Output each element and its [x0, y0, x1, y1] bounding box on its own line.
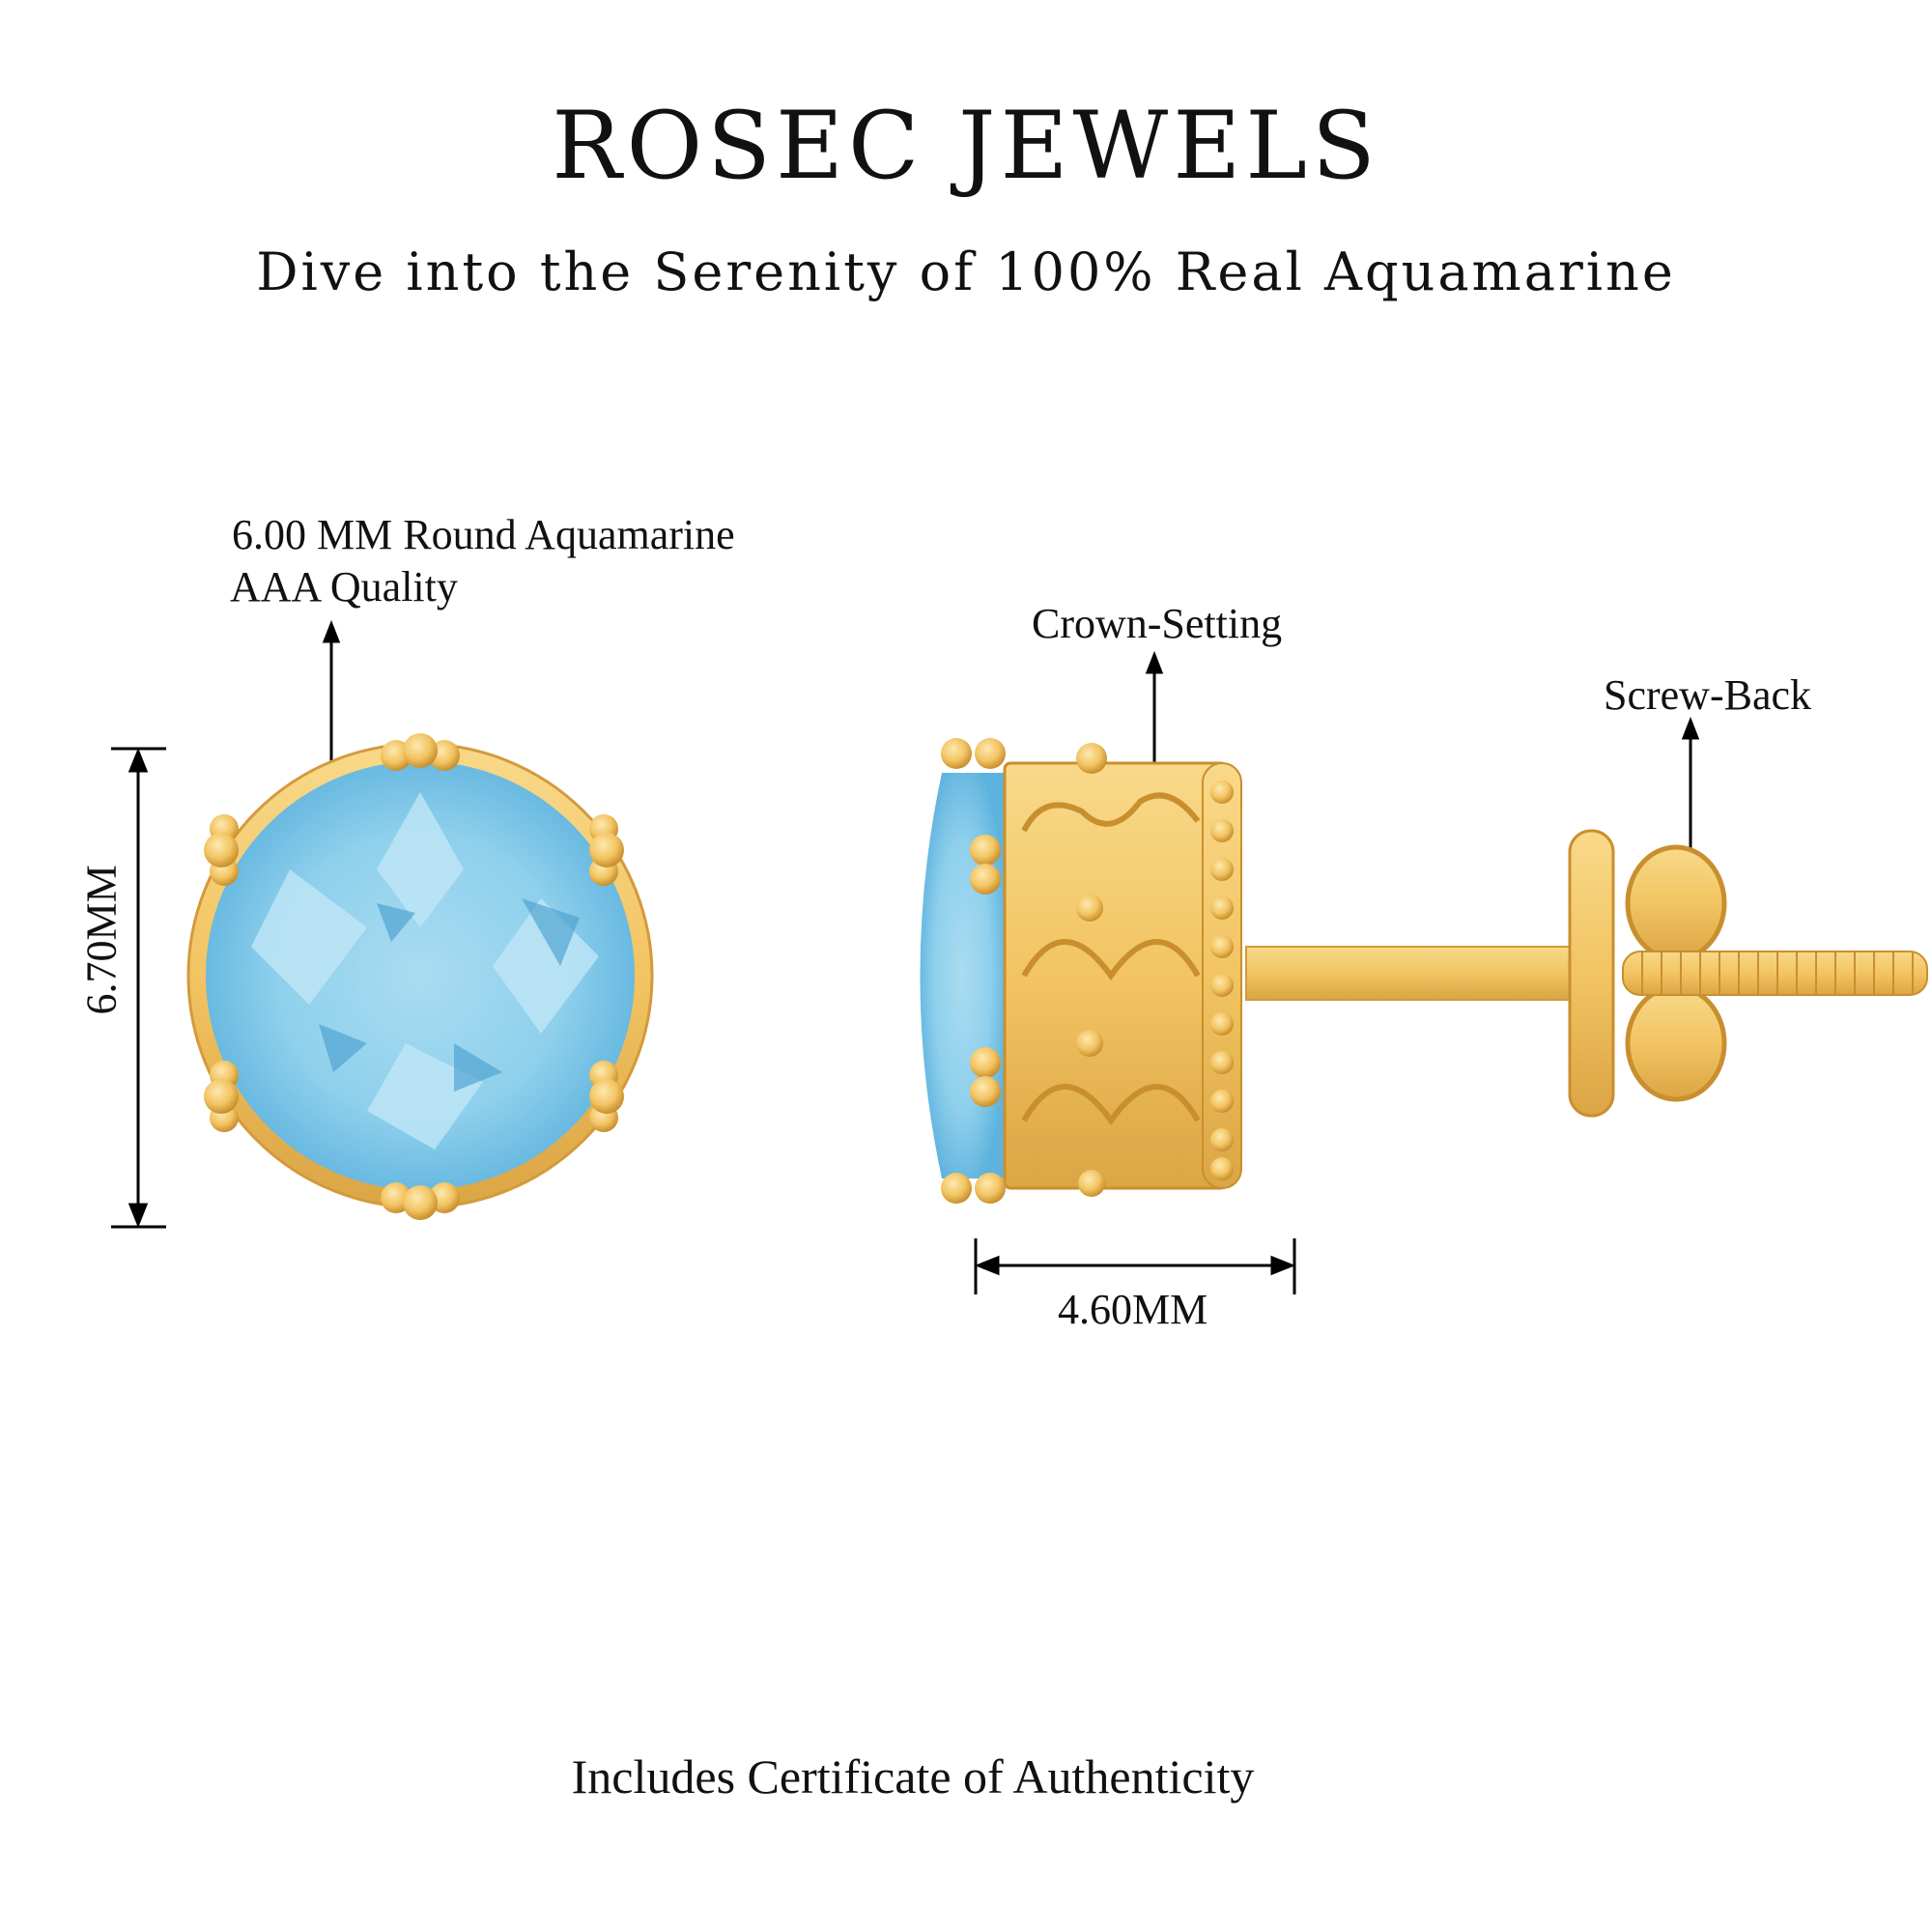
tagline: Dive into the Serenity of 100% Real Aqua… — [256, 242, 1676, 302]
stone-label: 6.00 MM Round Aquamarine — [232, 511, 735, 558]
screw-back-label: Screw-Back — [1604, 671, 1812, 719]
crown-setting-label: Crown-Setting — [1032, 600, 1283, 647]
post — [1245, 946, 1585, 1001]
height-dimension-line — [111, 747, 166, 1229]
front-view-earring — [186, 733, 654, 1220]
aquamarine-stone — [206, 761, 635, 1190]
stone-arrow — [322, 619, 341, 782]
butterfly-back — [1625, 844, 1727, 1102]
certificate-note: Includes Certificate of Authenticity — [571, 1749, 1255, 1804]
side-view-earring — [920, 738, 1928, 1204]
width-dimension-label: 4.60MM — [1058, 1286, 1208, 1333]
quality-label: AAA Quality — [230, 563, 458, 611]
brand-title: ROSEC JEWELS — [552, 92, 1380, 200]
width-dimension-line — [974, 1238, 1296, 1294]
aquamarine-stone-side — [920, 773, 1005, 1179]
screw-back-disc — [1568, 829, 1615, 1118]
screw-thread — [1622, 951, 1928, 996]
